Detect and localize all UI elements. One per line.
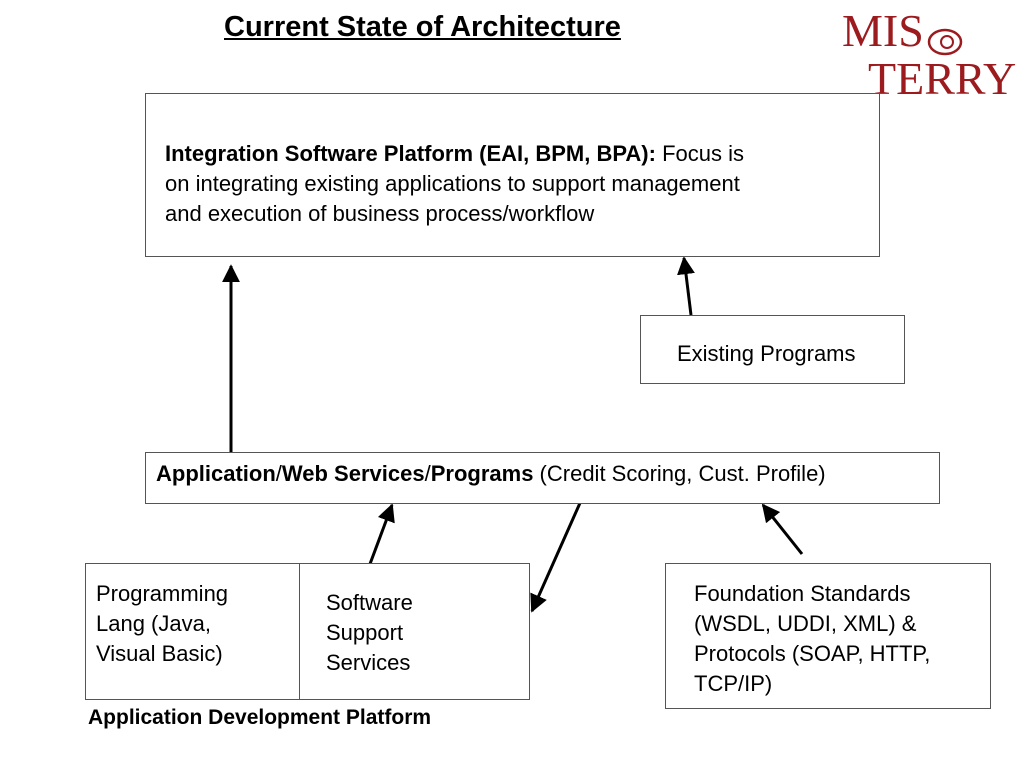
platform-caption: Application Development Platform <box>88 706 432 729</box>
arrow-support-to-services <box>365 503 395 573</box>
logo-text-terry: TERRY <box>868 53 1016 98</box>
support-line3: Services <box>326 650 411 675</box>
arrow-existing-to-integration <box>677 256 695 316</box>
existing-programs-box: Existing Programs <box>640 315 905 384</box>
web-services-part2: Web Services <box>281 461 425 486</box>
integration-platform-box: Integration Software Platform (EAI, BPM,… <box>145 93 880 257</box>
foundation-standards-text: Foundation Standards (WSDL, UDDI, XML) &… <box>694 579 930 699</box>
programming-lang-box: Programming Lang (Java, Visual Basic) <box>85 563 300 700</box>
existing-programs-label: Existing Programs <box>677 341 856 366</box>
software-support-box: Software Support Services <box>299 563 530 700</box>
logo-swirl-inner <box>940 35 954 49</box>
integration-platform-heading: Integration Software Platform (EAI, BPM,… <box>165 141 656 166</box>
foundation-line4: TCP/IP) <box>694 671 773 696</box>
web-services-part1: Application <box>156 461 276 486</box>
web-services-part3: Programs <box>430 461 534 486</box>
web-services-rest: (Credit Scoring, Cust. Profile) <box>533 461 826 486</box>
mis-terry-logo: MIS TERRY <box>842 5 1016 98</box>
programming-line1: Programming <box>96 581 229 606</box>
programming-line2: Lang (Java, <box>96 611 211 636</box>
logo-text-mis: MIS <box>842 5 924 56</box>
logo-swirl <box>927 28 963 56</box>
programming-lang-text: Programming Lang (Java, Visual Basic) <box>96 579 228 669</box>
foundation-line1: Foundation Standards <box>694 581 911 606</box>
programming-line3: Visual Basic) <box>96 641 223 666</box>
software-support-text: Software Support Services <box>326 588 413 678</box>
foundation-line2: (WSDL, UDDI, XML) & <box>694 611 917 636</box>
integration-body-line3: and execution of business process/workfl… <box>165 201 595 226</box>
integration-platform-text: Integration Software Platform (EAI, BPM,… <box>165 139 744 229</box>
foundation-standards-box: Foundation Standards (WSDL, UDDI, XML) &… <box>665 563 991 709</box>
web-services-sep2: / <box>424 461 431 486</box>
page-title: Current State of Architecture <box>224 11 621 43</box>
support-line1: Software <box>326 590 413 615</box>
foundation-line3: Protocols (SOAP, HTTP, <box>694 641 931 666</box>
integration-body-line1: Focus is <box>655 141 744 166</box>
arrow-foundation-to-services <box>761 503 804 555</box>
arrow-services-to-platform <box>530 502 582 613</box>
support-line2: Support <box>326 620 404 645</box>
web-services-box: Application/Web Services/Programs (Credi… <box>145 452 940 504</box>
integration-body-line2: on integrating existing applications to … <box>165 171 740 196</box>
web-services-text: Application/Web Services/Programs (Credi… <box>156 459 826 489</box>
web-services-sep1: / <box>275 461 282 486</box>
